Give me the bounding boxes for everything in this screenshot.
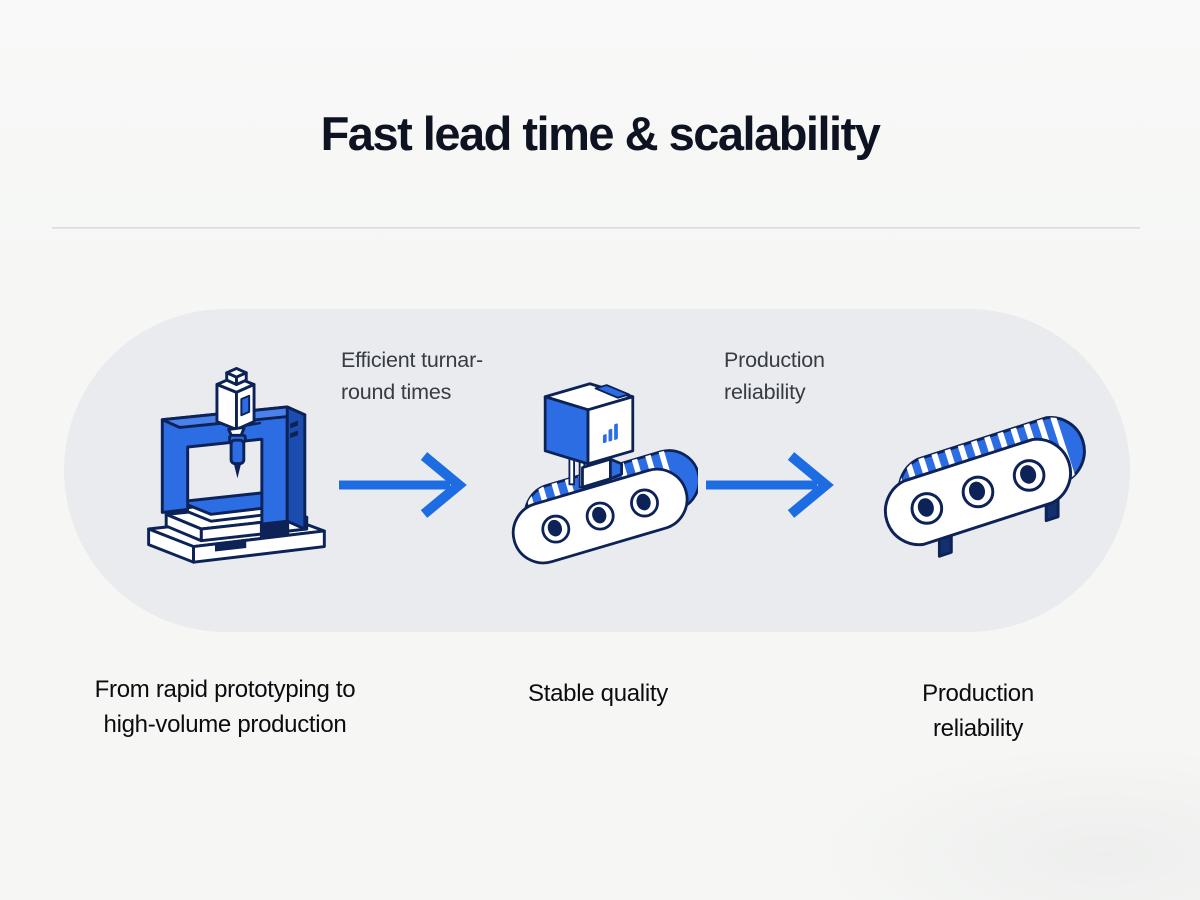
- arrow-label-2: Production reliability: [724, 348, 825, 404]
- stage-caption-printer: From rapid prototyping to high-volume pr…: [94, 676, 356, 738]
- assembly-machine-icon: [511, 382, 698, 565]
- assembly-machine-illustration: [493, 375, 698, 590]
- arrow-right-icon: [336, 447, 488, 519]
- stage-caption-assembly-machine: Stable quality: [528, 680, 668, 707]
- diagram-title: Fast lead time & scalability: [320, 107, 881, 160]
- printer-icon: [147, 366, 326, 564]
- arrow-label-1: Efficient turnar- round times: [341, 348, 483, 404]
- conveyor-icon: [883, 415, 1086, 558]
- title-divider: [52, 227, 1140, 229]
- arrow-right-icon: [703, 447, 855, 519]
- conveyor-illustration: [862, 398, 1090, 576]
- stage-caption-conveyor: Production reliability: [922, 680, 1034, 742]
- printer-illustration: [133, 355, 338, 580]
